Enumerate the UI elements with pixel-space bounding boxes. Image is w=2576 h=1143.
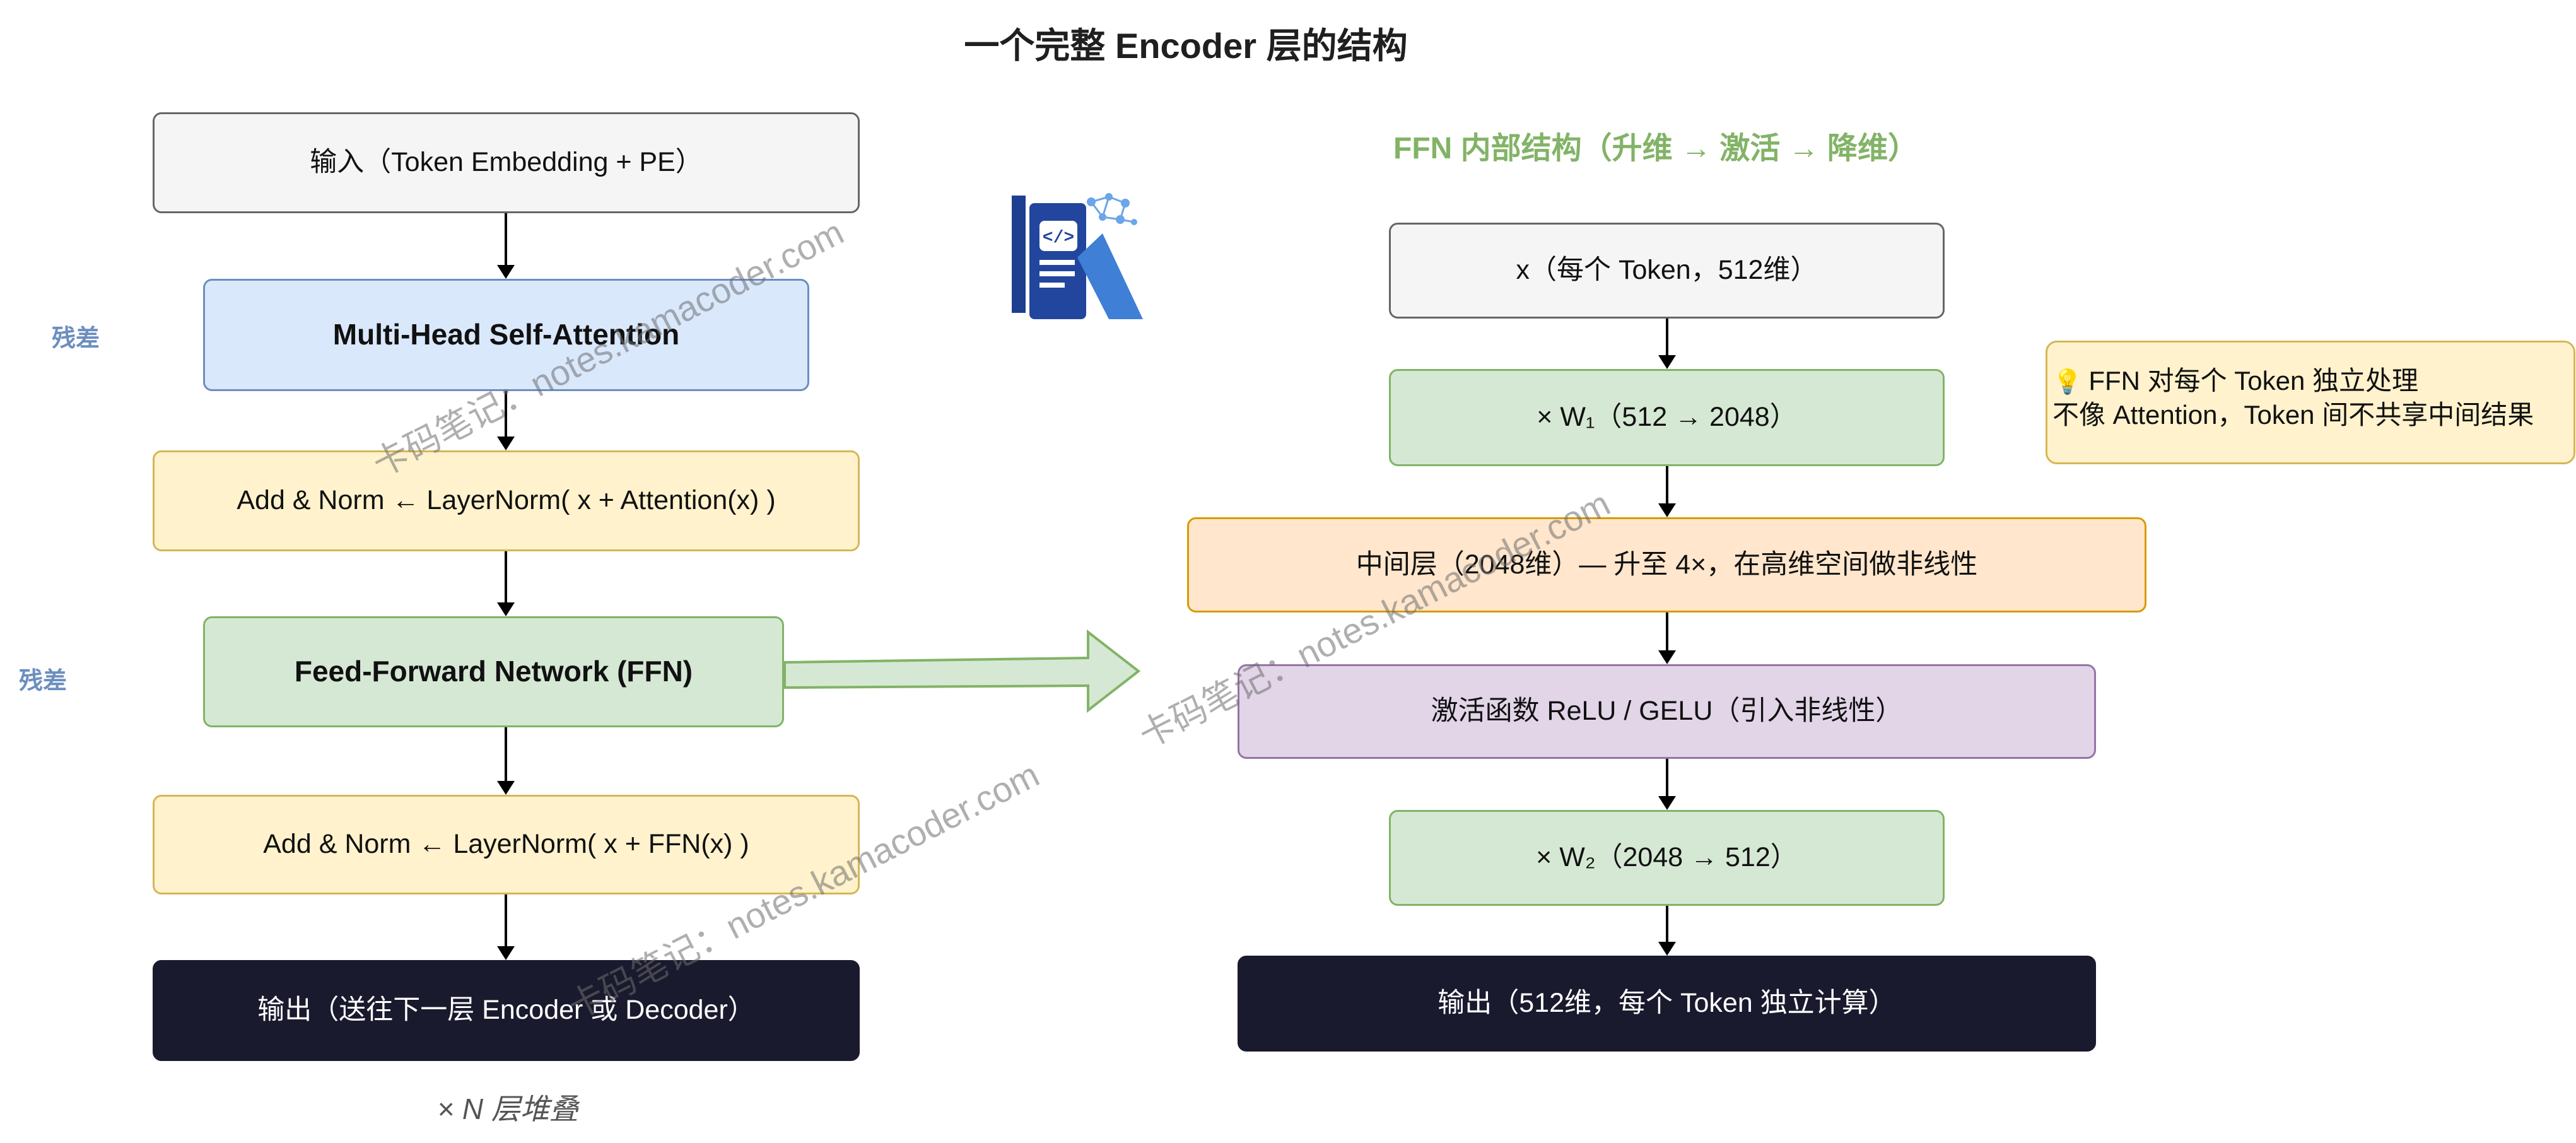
encoder-output-box: 输出（送往下一层 Encoder 或 Decoder） [153, 960, 860, 1061]
w1-label: × W₁（512 → 2048） [1537, 402, 1797, 433]
arrowhead-8 [1658, 650, 1676, 664]
arrowhead-1 [497, 265, 515, 279]
arrowhead-5 [497, 946, 515, 960]
lightbulb-icon: 💡 [2052, 369, 2083, 396]
ffn-note: 💡FFN 对每个 Token 独立处理 不像 Attention，Token 间… [2046, 341, 2575, 464]
page-title: 一个完整 Encoder 层的结构 [964, 26, 1408, 66]
arrowhead-7 [1658, 503, 1676, 517]
encoder-input-box: 输入（Token Embedding + PE） [153, 112, 860, 213]
svg-text:</>: </> [1043, 228, 1074, 248]
add-norm-1-box: Add & Norm ← LayerNorm( x + Attention(x)… [153, 450, 860, 551]
arrowhead-3 [497, 602, 515, 616]
attention-label: Multi-Head Self-Attention [332, 318, 680, 351]
note-line-1-row: 💡FFN 对每个 Token 独立处理 [2052, 364, 2567, 398]
attention-box: Multi-Head Self-Attention [203, 279, 809, 391]
w2-label: × W₂（2048 → 512） [1536, 842, 1798, 873]
activation-label: 激活函数 ReLU / GELU（引入非线性） [1431, 696, 1903, 727]
ffn-input-box: x（每个 Token，512维） [1389, 223, 1945, 319]
note-line-2: 不像 Attention，Token 间不共享中间结果 [2052, 399, 2534, 430]
kamacoder-logo: </> [1012, 193, 1143, 319]
ffn-expand-arrow [783, 629, 1141, 713]
encoder-input-label: 输入（Token Embedding + PE） [310, 147, 703, 178]
ffn-label: Feed-Forward Network (FFN) [294, 655, 693, 688]
residual-label-2: 残差 [19, 668, 67, 695]
arrowhead-9 [1658, 796, 1676, 810]
ffn-arrows [1658, 319, 1676, 956]
w1-box: × W₁（512 → 2048） [1389, 369, 1945, 466]
residual-label-1: 残差 [52, 325, 100, 352]
ffn-box: Feed-Forward Network (FFN) [203, 616, 784, 727]
encoder-arrows [497, 213, 515, 960]
add-norm-2-box: Add & Norm ← LayerNorm( x + FFN(x) ) [153, 795, 860, 894]
add-norm-2-label: Add & Norm ← LayerNorm( x + FFN(x) ) [263, 829, 749, 860]
activation-box: 激活函数 ReLU / GELU（引入非线性） [1238, 664, 2096, 759]
ffn-detail-title: FFN 内部结构（升维 → 激活 → 降维） [1393, 132, 1918, 165]
ffn-input-label: x（每个 Token，512维） [1516, 255, 1818, 286]
arrowhead-2 [497, 437, 515, 450]
hidden-layer-label: 中间层（2048维）— 升至 4×，在高维空间做非线性 [1355, 549, 1978, 580]
ffn-output-label: 输出（512维，每个 Token 独立计算） [1437, 988, 1896, 1019]
encoder-output-label: 输出（送往下一层 Encoder 或 Decoder） [257, 995, 755, 1026]
w2-box: × W₂（2048 → 512） [1389, 810, 1945, 906]
add-norm-1-label: Add & Norm ← LayerNorm( x + Attention(x)… [237, 485, 776, 516]
arrowhead-6 [1658, 355, 1676, 369]
note-line-1: FFN 对每个 Token 独立处理 [2088, 366, 2419, 396]
arrowhead-4 [497, 781, 515, 795]
hidden-layer-box: 中间层（2048维）— 升至 4×，在高维空间做非线性 [1187, 517, 2146, 613]
arrowhead-10 [1658, 942, 1676, 956]
ffn-output-box: 输出（512维，每个 Token 独立计算） [1238, 956, 2096, 1052]
stack-note: × N 层堆叠 [437, 1093, 578, 1125]
